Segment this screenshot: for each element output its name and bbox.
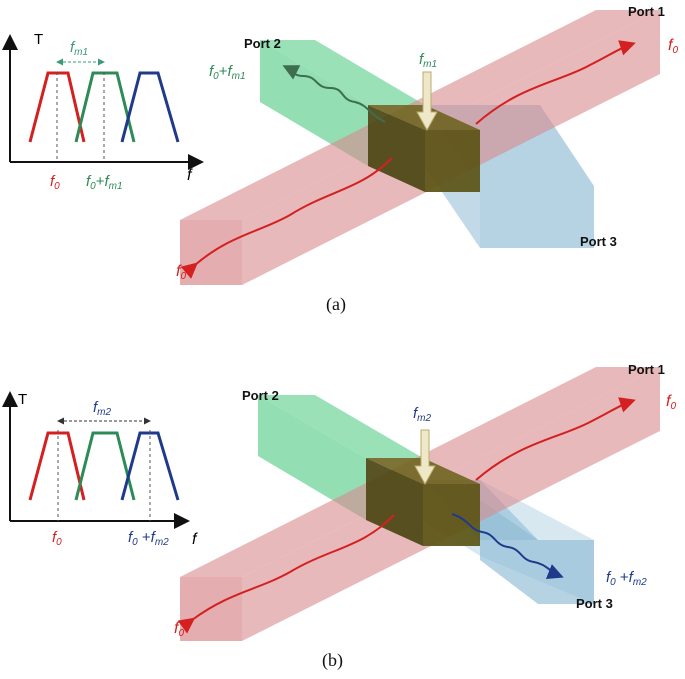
port1-signal-wave — [475, 40, 636, 125]
spectrum-plot-a: T f fm1 f0 f0+fm1 — [2, 31, 204, 192]
port3-signal-wave — [451, 513, 564, 579]
green-guide-front — [258, 395, 366, 520]
modulator-left — [368, 105, 425, 192]
input-frequency-label: f0 — [176, 263, 186, 282]
spacing-label: fm2 — [93, 399, 112, 418]
panel-b: T f fm2 f0 f0 +fm2 — [2, 362, 676, 671]
modulator-front — [425, 130, 480, 192]
modulation-frequency-label: fm1 — [419, 51, 437, 70]
input-frequency-label: f0 — [174, 620, 184, 639]
blue-passband — [120, 71, 180, 143]
port3-label: Port 3 — [580, 234, 617, 249]
tick-label-f0-plus-fm2: f0 +fm2 — [128, 529, 169, 548]
port3-label: Port 3 — [576, 596, 613, 611]
tick-label-f0-plus-fm1: f0+fm1 — [86, 173, 123, 192]
port1-signal-wave — [475, 397, 636, 481]
modulator-front — [423, 484, 480, 546]
port2-label: Port 2 — [244, 36, 281, 51]
tick-label-f0: f0 — [50, 173, 60, 192]
green-passband — [74, 71, 136, 143]
port2-frequency-label: f0+fm1 — [209, 63, 246, 82]
port1-label: Port 1 — [628, 362, 665, 377]
port2-label: Port 2 — [242, 388, 279, 403]
green-guide-top — [258, 395, 423, 458]
port3-frequency-label: f0 +fm2 — [606, 569, 647, 588]
input-signal-wave — [180, 157, 393, 279]
port1-frequency-label: f0 — [666, 393, 676, 412]
red-passband — [28, 71, 86, 143]
port2-signal-wave — [282, 65, 386, 123]
tick-label-f0: f0 — [52, 529, 62, 548]
modulator-left — [366, 458, 423, 546]
red-passband — [28, 431, 86, 501]
modulation-arrow — [414, 429, 436, 486]
x-axis-label: f — [187, 167, 193, 184]
green-guide-top — [260, 40, 425, 105]
x-axis-label: f — [192, 531, 198, 548]
green-passband — [74, 431, 136, 501]
port1-frequency-label: f0 — [668, 37, 678, 56]
modulation-arrow — [416, 71, 438, 132]
modulation-frequency-label: fm2 — [413, 405, 432, 424]
y-axis-label: T — [18, 391, 27, 408]
spacing-label: fm1 — [70, 39, 88, 58]
blue-guide-front — [480, 186, 594, 248]
blue-passband — [120, 431, 180, 501]
port1-label: Port 1 — [628, 4, 665, 19]
caption-b: (b) — [322, 650, 343, 671]
panel-a: T f fm1 f0 f0+fm1 — [2, 4, 678, 315]
y-axis-label: T — [34, 31, 43, 48]
input-signal-wave — [177, 514, 395, 634]
blue-guide-front — [480, 500, 594, 604]
red-guide-end — [180, 577, 242, 641]
caption-a: (a) — [326, 294, 346, 315]
spectrum-plot-b: T f fm2 f0 f0 +fm2 — [2, 391, 198, 548]
